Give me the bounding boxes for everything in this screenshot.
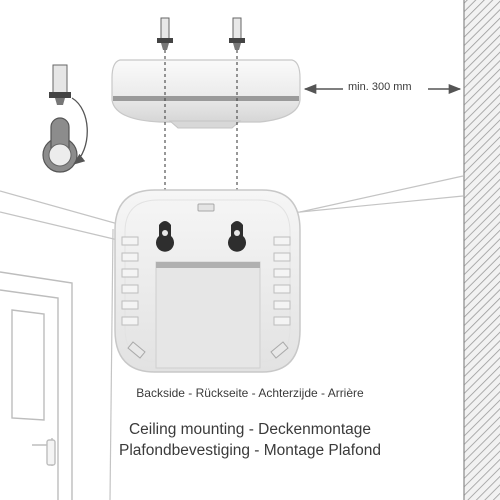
door-icon <box>0 271 73 500</box>
backside-caption: Backside - Rückseite - Achterzijde - Arr… <box>136 386 364 400</box>
title-line-1: Ceiling mounting - Deckenmontage <box>128 421 372 438</box>
screw-icon <box>157 17 173 50</box>
screw-icon <box>229 17 245 50</box>
keyhole-slot-icon <box>227 221 246 252</box>
curved-arrow-icon <box>71 97 88 165</box>
wall-hatching <box>464 0 500 500</box>
detector-back-view <box>114 189 301 373</box>
battery-compartment <box>155 261 261 369</box>
title-line-2: Plafondbevestiging - Montage Plafond <box>119 442 381 459</box>
keyhole-slot-icon <box>155 221 174 252</box>
detector-side-view <box>111 59 301 129</box>
keyhole-detail <box>42 64 88 173</box>
min-distance-label: min. 300 mm <box>348 81 412 93</box>
